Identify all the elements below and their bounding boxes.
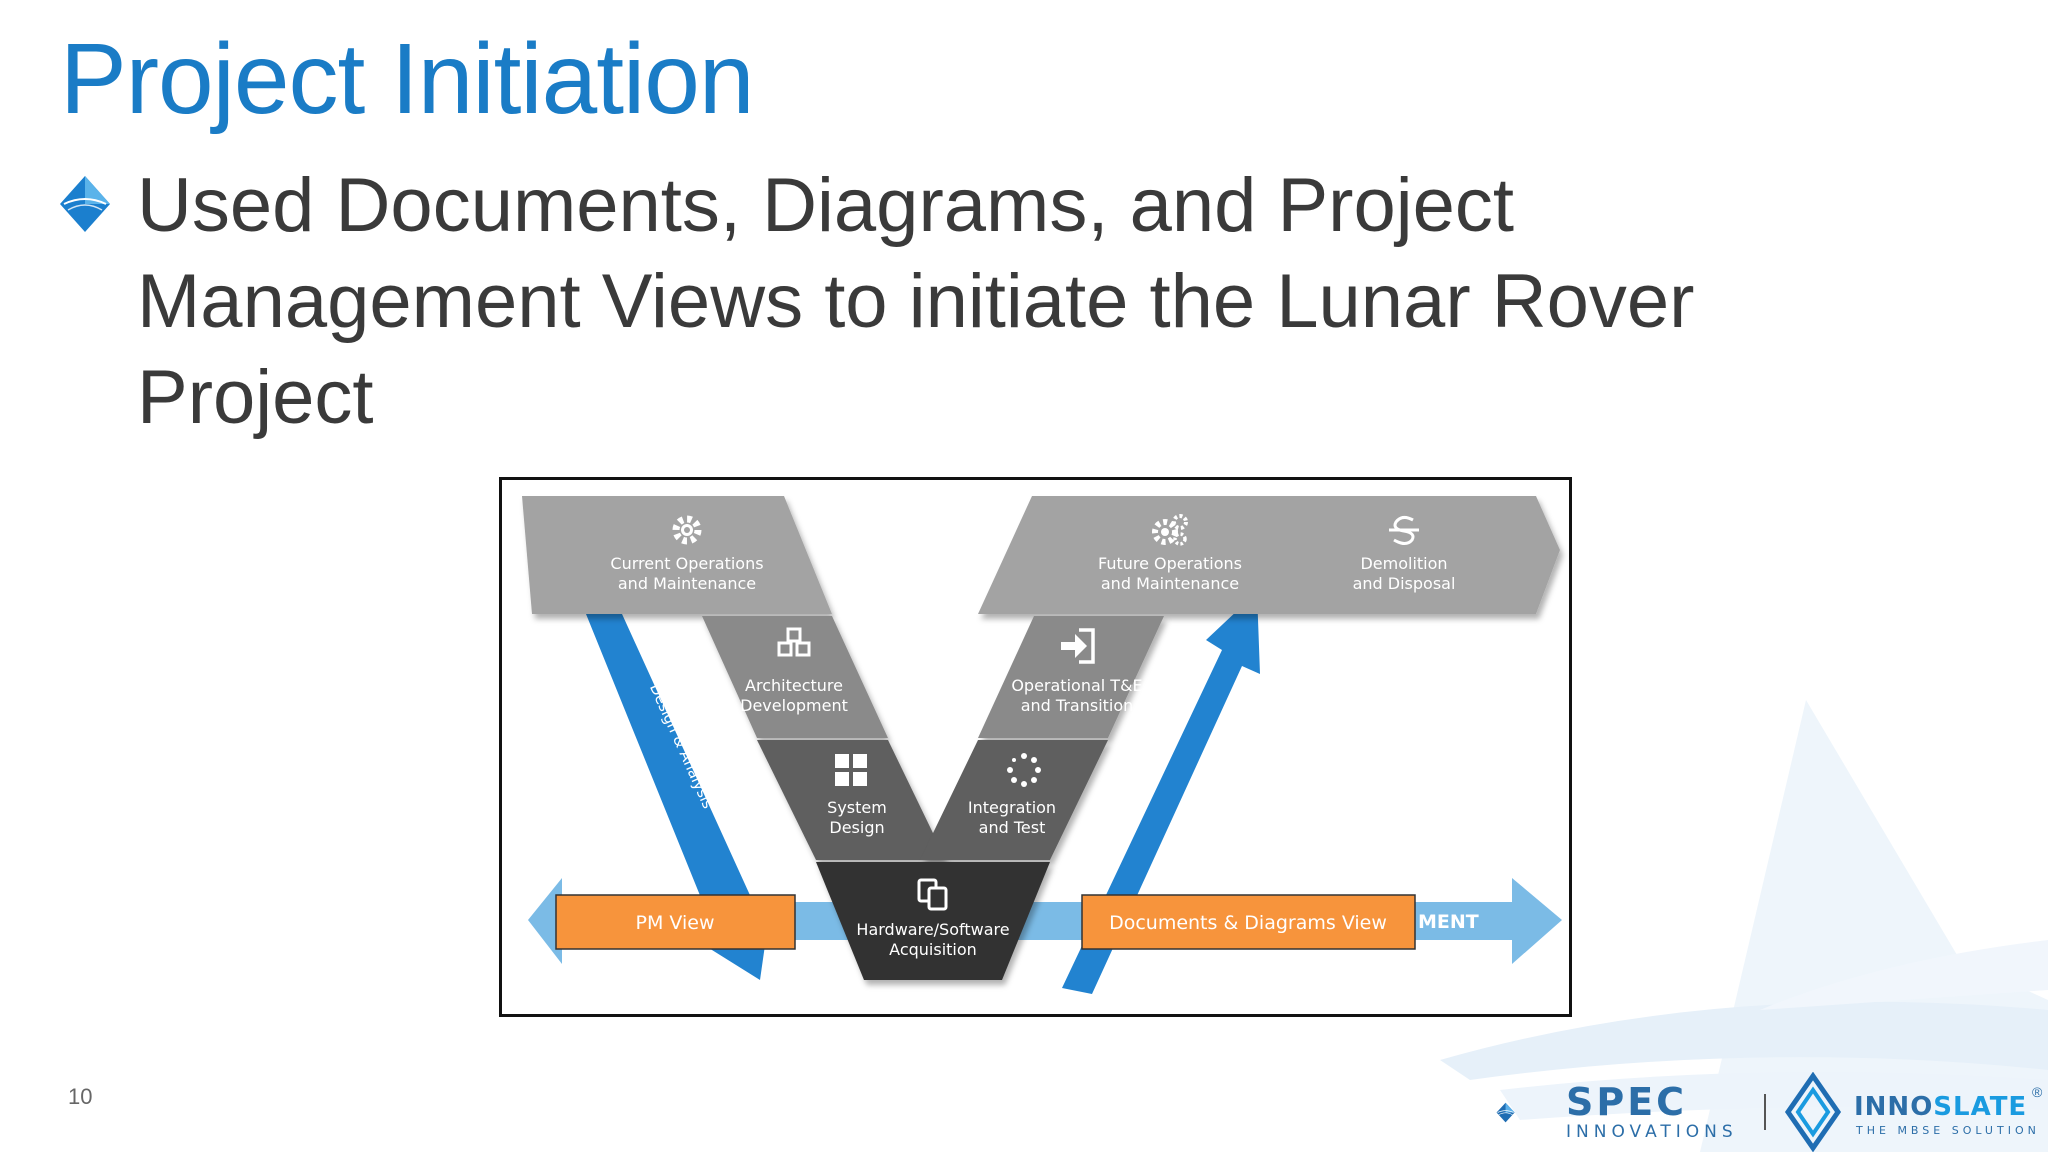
bullet-text: Used Documents, Diagrams, and Project Ma… (137, 163, 1695, 440)
hardware-software-panel (816, 862, 1050, 980)
slide-title: Project Initiation (60, 23, 754, 135)
innoslate-tagline: THE MBSE SOLUTION (1856, 1124, 2040, 1137)
loading-dots-icon (1007, 753, 1041, 787)
system-design-panel (757, 740, 946, 860)
spec-logo-subtext: INNOVATIONS (1566, 1122, 1738, 1142)
cubes-icon (777, 627, 811, 657)
spec-innovations-logo-icon (1496, 1102, 1515, 1123)
demolition-label-2: and Disposal (1353, 574, 1456, 593)
operational-te-panel (978, 616, 1164, 738)
current-operations-label-1: Current Operations (610, 554, 763, 573)
integration-test-label-1: Integration (968, 798, 1056, 817)
architecture-label-2: Development (740, 696, 848, 715)
current-operations-label-2: and Maintenance (618, 574, 756, 593)
system-design-label-2: Design (829, 818, 884, 837)
documents-diagrams-view-label: Documents & Diagrams View (1109, 912, 1387, 934)
documents-icon (917, 878, 948, 911)
pm-view-label: PM View (636, 912, 715, 934)
future-operations-label-2: and Maintenance (1101, 574, 1239, 593)
page-number: 10 (68, 1084, 93, 1109)
integration-test-label-2: and Test (979, 818, 1046, 837)
design-analysis-arrow (584, 592, 772, 980)
integration-test-panel (920, 740, 1108, 860)
diamond-bullet-icon (60, 176, 110, 232)
integration-verification-arrow (1062, 592, 1260, 994)
future-operations-panel (978, 496, 1560, 614)
documents-diagrams-view-box (1081, 894, 1416, 950)
innoslate-diamond-icon (1784, 1072, 1842, 1152)
gear-icon (672, 515, 702, 545)
operational-label-2: and Transition (1021, 696, 1134, 715)
innoslate-text-b: SLATE (1933, 1092, 2028, 1122)
innoslate-logo-text: INNOSLATE (1854, 1092, 2027, 1122)
innoslate-text-a: INNO (1854, 1092, 1934, 1122)
spec-logo-text: SPEC (1566, 1080, 1688, 1124)
gears-icon (1152, 514, 1188, 546)
management-timeline-arrow (528, 878, 1562, 964)
future-operations-label-1: Future Operations (1098, 554, 1242, 573)
system-design-label-1: System (827, 798, 887, 817)
architecture-label-1: Architecture (745, 676, 843, 695)
demolition-label-1: Demolition (1360, 554, 1447, 573)
disposal-icon (1389, 515, 1419, 545)
logo-divider (1764, 1094, 1766, 1130)
registered-mark: ® (2032, 1084, 2043, 1100)
current-operations-panel (522, 496, 832, 614)
grid-icon (835, 754, 867, 786)
enter-arrow-icon (1061, 628, 1095, 664)
hardware-label-2: Acquisition (889, 940, 977, 959)
management-label-fragment: MENT (1418, 911, 1479, 933)
hardware-label-1: Hardware/Software (856, 920, 1009, 939)
operational-label-1: Operational T&E (1011, 676, 1142, 695)
architecture-development-panel (702, 616, 888, 738)
pm-view-box (555, 894, 796, 950)
v-model-diagram: MENT Design & Analysis Integration & Ver… (499, 477, 1572, 1017)
